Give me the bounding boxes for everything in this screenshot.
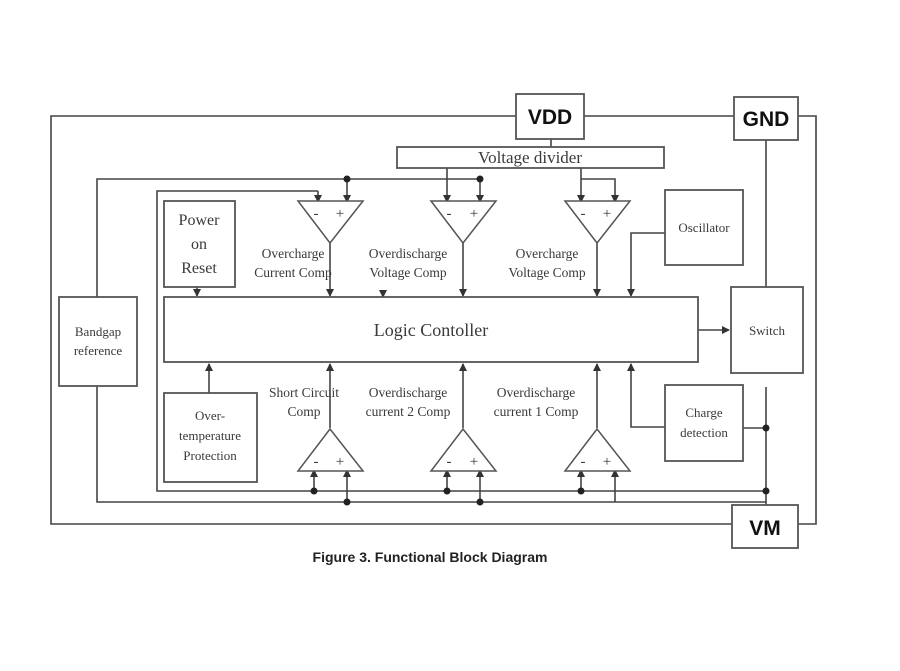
- por-label-2: on: [191, 236, 207, 253]
- inner-bus-frame: [156, 190, 766, 492]
- comp-plus: +: [470, 206, 478, 222]
- oscillator-label: Oscillator: [678, 220, 730, 235]
- comparator-label: Voltage Comp: [508, 265, 586, 280]
- logic-controller-label: Logic Contoller: [374, 320, 488, 340]
- por-label-1: Power: [179, 212, 221, 229]
- comp-minus: -: [314, 206, 319, 222]
- comp-plus: +: [470, 454, 478, 470]
- gnd-vm-right-wire: [798, 115, 817, 525]
- overdischarge-voltage-comparator: [429, 200, 498, 245]
- vm-label: VM: [749, 517, 781, 540]
- gnd-label: GND: [743, 108, 790, 131]
- bandgap-label-2: reference: [74, 343, 123, 358]
- vm-pin-block: [731, 504, 799, 549]
- bandgap-reference-block: [58, 296, 138, 387]
- overcharge-voltage-comparator: [563, 200, 632, 245]
- vdd-pin-block: [515, 93, 585, 140]
- comp-plus: +: [603, 454, 611, 470]
- comp-plus: +: [336, 454, 344, 470]
- overdischarge-current2-comparator: [429, 427, 498, 472]
- overcharge-current-comparator: [296, 200, 365, 245]
- comparator-label: Current Comp: [254, 265, 332, 280]
- comp-plus: +: [336, 206, 344, 222]
- comparator-label: current 1 Comp: [494, 404, 579, 419]
- comp-minus: -: [581, 206, 586, 222]
- comparator-label: Voltage Comp: [369, 265, 447, 280]
- top-reference-bus: [96, 178, 480, 297]
- comparator-label: Comp: [287, 404, 320, 419]
- comp-minus: -: [581, 454, 586, 470]
- comparator-label: Overdischarge: [369, 246, 447, 261]
- overdischarge-current1-comparator: [563, 427, 632, 472]
- charge-detection-block: [664, 384, 744, 462]
- comp-minus: -: [447, 206, 452, 222]
- gnd-pin-block: [733, 96, 799, 141]
- otp-label-2: temperature: [179, 428, 241, 443]
- comparator-label: Short Circuit: [269, 385, 339, 400]
- oscillator-block: [664, 189, 744, 266]
- comparator-label: current 2 Comp: [366, 404, 451, 419]
- charge-detection-label-2: detection: [680, 425, 728, 440]
- outer-frame-wire: [50, 115, 732, 525]
- voltage-divider-block: [396, 146, 665, 169]
- short-circuit-comparator: [296, 427, 365, 472]
- comparator-label: Overdischarge: [497, 385, 575, 400]
- charge-detection-label-1: Charge: [685, 405, 723, 420]
- comparator-label: Overdischarge: [369, 385, 447, 400]
- bandgap-label-1: Bandgap: [75, 324, 121, 339]
- logic-controller-block: [163, 296, 699, 363]
- comp-minus: -: [314, 454, 319, 470]
- comparator-label: Overcharge: [262, 246, 325, 261]
- switch-label: Switch: [749, 323, 786, 338]
- otp-label-1: Over-: [195, 408, 225, 423]
- vdd-label: VDD: [528, 106, 572, 129]
- oscillator-logic-wire: [627, 232, 665, 297]
- power-on-reset-block: [163, 200, 236, 288]
- por-label-3: Reset: [181, 260, 217, 277]
- voltage-divider-label: Voltage divider: [478, 148, 582, 167]
- switch-block: [730, 286, 804, 374]
- comparator-label: Overcharge: [516, 246, 579, 261]
- comp-plus: +: [603, 206, 611, 222]
- otp-label-3: Protection: [183, 448, 237, 463]
- charge-detection-logic-wire: [627, 363, 665, 428]
- over-temperature-protection-block: [163, 392, 258, 483]
- figure-caption: Figure 3. Functional Block Diagram: [312, 549, 548, 565]
- comp-minus: -: [447, 454, 452, 470]
- bottom-reference-bus: [96, 386, 766, 503]
